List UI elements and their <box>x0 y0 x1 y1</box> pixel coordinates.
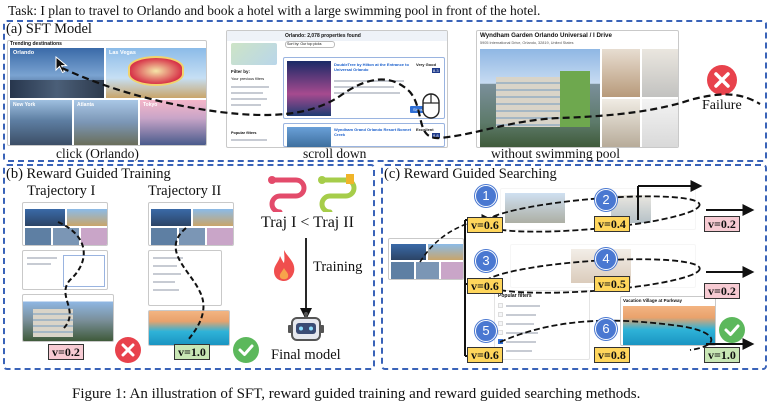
hotel-card-doubletree-name: DoubleTree by Hilton at the Entrance to … <box>334 62 409 72</box>
search-value-left-1: v=0.6 <box>467 217 503 233</box>
figure-caption: Figure 1: An illustration of SFT, reward… <box>72 386 641 402</box>
fire-icon <box>274 250 295 281</box>
traj2-step2-thumb <box>148 250 222 306</box>
map-thumbnail[interactable] <box>231 43 277 65</box>
search-success-icon <box>719 317 745 343</box>
sort-dropdown[interactable] <box>285 41 335 48</box>
search-step-3: 3 <box>475 250 497 272</box>
trajectory-2-label: Trajectory II <box>148 183 222 199</box>
search-value-left-2: v=0.6 <box>467 278 503 294</box>
hotel-card-doubletree-image <box>287 61 331 116</box>
hotel-card-wyndham-grand-name: Wyndham Grand Orlando Resort Bonnet Cree… <box>334 127 412 137</box>
search-tree-arrows <box>419 180 755 362</box>
room-photo-1 <box>602 49 640 97</box>
training-label: Training <box>313 259 363 275</box>
search-value-mid-1: v=0.4 <box>594 216 630 232</box>
filter-label: Filter by: <box>231 69 251 74</box>
hotel-card-doubletree-score: 8.3 <box>432 68 440 73</box>
reward-training-paths <box>57 221 205 341</box>
trajectory-1-label: Trajectory I <box>27 183 96 199</box>
destination-atlanta-image[interactable]: Atlanta <box>74 100 138 145</box>
trajectory-comparison: Traj I < Traj II <box>261 214 354 231</box>
caption-without-pool: without swimming pool <box>491 146 621 161</box>
city-label-tokyo: Tokyo <box>143 102 158 108</box>
caption-scroll-down: scroll down <box>303 146 367 161</box>
panel-c-title: (c) Reward Guided Searching <box>384 166 557 182</box>
panel-reward-guided-training <box>3 164 375 370</box>
destination-las-vegas-image[interactable]: Las Vegas <box>106 48 206 98</box>
training-arrow <box>300 238 312 320</box>
search-value-right-3: v=1.0 <box>704 347 740 363</box>
panel-reward-guided-searching <box>381 164 767 370</box>
popular-filters-label: Popular filters <box>231 131 257 135</box>
traj2-step1-thumb <box>148 202 234 246</box>
traj2-path-icon <box>318 174 357 212</box>
hotel-detail-title: Wyndham Garden Orlando Universal / I Dri… <box>480 32 612 39</box>
robot-icon <box>288 312 324 341</box>
destination-new-york-image[interactable]: New York <box>10 100 72 145</box>
mouse-cursor-icon <box>55 56 68 74</box>
city-label-new-york: New York <box>13 102 36 108</box>
hotel-detail-address: 5905 International Drive, Orlando, 32819… <box>480 41 574 45</box>
traj2-step3-thumb <box>148 310 230 346</box>
popular-filters-heading: Popular filters <box>498 293 532 299</box>
destinations-grid: Trending destinations Orlando Las Vegas … <box>7 40 207 146</box>
search-start-thumb <box>388 238 464 280</box>
search-results-screenshot: Orlando: 2,078 properties found Sort by:… <box>226 30 448 148</box>
final-model-label: Final model <box>271 347 341 363</box>
panel-a-title: (a) SFT Model <box>6 21 92 37</box>
vacation-village-title: Vacation Village at Parkway <box>623 298 682 303</box>
destinations-heading: Trending destinations <box>10 41 62 47</box>
search-value-mid-3: v=0.8 <box>594 347 630 363</box>
search-step-1: 1 <box>475 185 497 207</box>
search-value-right-2: v=0.2 <box>704 283 740 299</box>
city-label-atlanta: Atlanta <box>77 102 94 108</box>
scroll-mouse-icon <box>422 93 440 119</box>
room-photo-3 <box>602 99 640 147</box>
hotel-card-doubletree[interactable]: DoubleTree by Hilton at the Entrance to … <box>283 57 445 119</box>
traj1-step1-thumb <box>22 202 108 246</box>
traj2-value-badge: v=1.0 <box>174 344 210 360</box>
panel-sft-model <box>3 20 767 162</box>
previous-filters-label: Your previous filters <box>231 77 265 81</box>
search-value-mid-2: v=0.5 <box>594 276 630 292</box>
search-step-2: 2 <box>595 189 617 211</box>
traj1-value-badge: v=0.2 <box>48 344 84 360</box>
traj2-success-icon <box>233 337 259 363</box>
room-photo-4 <box>642 99 678 147</box>
hotel-card-wyndham-grand[interactable]: Wyndham Grand Orlando Resort Bonnet Cree… <box>283 123 445 147</box>
city-label-las-vegas: Las Vegas <box>109 50 136 56</box>
search-value-left-3: v=0.6 <box>467 347 503 363</box>
search-value-right-1: v=0.2 <box>704 216 740 232</box>
destination-tokyo-image[interactable]: Tokyo <box>140 100 206 145</box>
hotel-card-doubletree-rating: Very Good <box>416 62 437 67</box>
failure-x-icon <box>707 65 737 95</box>
failure-label: Failure <box>702 98 742 113</box>
traj1-step2-thumb <box>22 250 108 290</box>
panel-b-title: (b) Reward Guided Training <box>6 166 171 182</box>
city-label-orlando: Orlando <box>13 50 35 56</box>
hotel-card-wyndham-grand-rating: Excellent <box>416 127 434 132</box>
destination-orlando-image[interactable]: Orlando <box>10 48 104 98</box>
hotel-card-wyndham-grand-image <box>287 127 331 147</box>
sft-trajectory-path <box>61 66 761 140</box>
search-step-5: 5 <box>475 320 497 342</box>
traj1-path-icon <box>268 176 307 212</box>
search-step-4: 4 <box>595 248 617 270</box>
caption-click-orlando: click (Orlando) <box>56 146 139 161</box>
sort-label: Sort by: Our top picks <box>287 42 322 46</box>
task-description: Task: I plan to travel to Orlando and bo… <box>8 3 541 18</box>
room-photo-2 <box>642 49 678 97</box>
search-step-6: 6 <box>595 318 617 340</box>
traj1-fail-icon <box>115 337 141 363</box>
search-faded-screenshot-top <box>500 188 696 230</box>
search-results-header: Orlando: 2,078 properties found <box>285 33 361 39</box>
hotel-card-wyndham-grand-score: 8.8 <box>432 133 440 138</box>
